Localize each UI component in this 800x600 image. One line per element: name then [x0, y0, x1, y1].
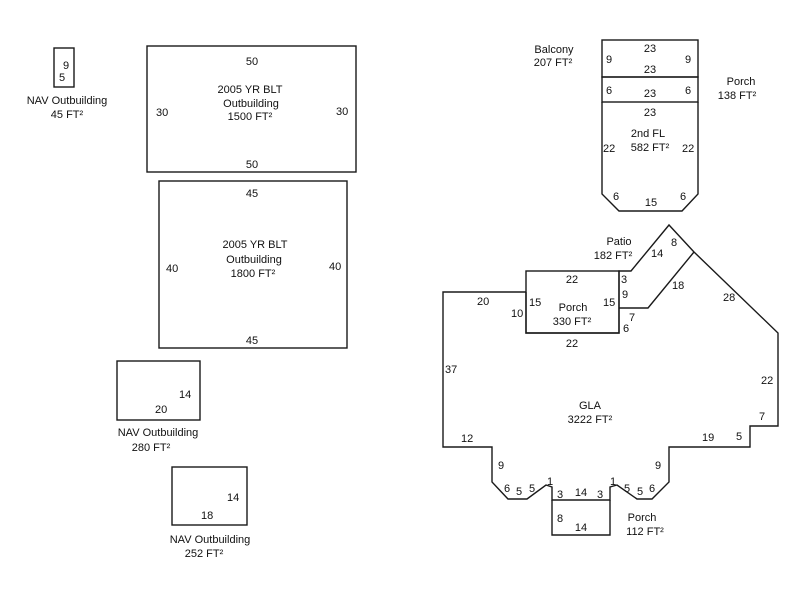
nav45-area: 45 FT² [51, 109, 84, 121]
ob1800-name-2: Outbuilding [226, 254, 282, 266]
ob1500-name-1: 2005 YR BLT [217, 84, 282, 96]
porch330-name: Porch [559, 302, 588, 314]
gla-dim-l9: 9 [498, 460, 504, 472]
balcony-dim-bottom: 23 [644, 64, 656, 76]
nav252-name: NAV Outbuilding [170, 534, 251, 546]
gla-dim-step-7: 7 [759, 411, 765, 423]
porch138-dim-top: 23 [644, 88, 656, 100]
porch138-dim-right: 6 [685, 85, 691, 97]
porch112-name: Porch [628, 512, 657, 524]
gla-outline [442, 223, 779, 501]
gla-dim-20: 20 [477, 296, 489, 308]
ob1800-dim-left: 40 [166, 263, 178, 275]
second-fl-name: 2nd FL [631, 128, 665, 140]
gla-dim-10: 10 [511, 308, 523, 320]
porch138-name: Porch [727, 76, 756, 88]
porch112-dim-bottom: 14 [575, 522, 587, 534]
gla-dim-22: 22 [761, 375, 773, 387]
patio-area: 182 FT² [594, 250, 633, 262]
porch330-dim-bottom: 22 [566, 338, 578, 350]
outbuilding-1800-outline [158, 180, 348, 349]
ob1800-dim-right: 40 [329, 261, 341, 273]
gla-area: 3222 FT² [568, 414, 613, 426]
second-fl-dim-right: 22 [682, 143, 694, 155]
porch112-area: 112 FT² [626, 526, 664, 538]
balcony-area: 207 FT² [534, 57, 573, 69]
porch112-dim-left: 8 [557, 513, 563, 525]
gla-dim-6: 6 [623, 323, 629, 335]
nav280-dim-14: 14 [179, 389, 191, 401]
gla-dim-r5b: 5 [637, 486, 643, 498]
gla-name: GLA [579, 400, 602, 412]
nav-outbuilding-45-outline [53, 47, 75, 88]
porch-112-outline [551, 500, 611, 536]
gla-dim-l5a: 5 [516, 486, 522, 498]
gla-dim-28: 28 [723, 292, 735, 304]
gla-dim-37: 37 [445, 364, 457, 376]
porch-138-outline [601, 76, 699, 103]
outbuilding-1500-outline [146, 45, 357, 173]
porch330-dim-right: 15 [603, 297, 615, 309]
porch330-dim-left: 15 [529, 297, 541, 309]
patio-dim-14: 14 [651, 248, 663, 260]
second-fl-dim-left: 22 [603, 143, 615, 155]
second-fl-dim-br: 6 [680, 191, 686, 203]
ob1800-area: 1800 FT² [231, 268, 276, 280]
nav-outbuilding-280-outline [116, 360, 201, 421]
porch330-area: 330 FT² [553, 316, 592, 328]
second-floor-outline [601, 102, 699, 212]
gla-dim-mid14: 14 [575, 487, 587, 499]
gla-dim-l5b: 5 [529, 483, 535, 495]
second-fl-dim-top: 23 [644, 107, 656, 119]
gla-dim-l1: 1 [547, 476, 553, 488]
gla-dim-l6: 6 [504, 483, 510, 495]
porch138-area: 138 FT² [718, 90, 757, 102]
patio-name: Patio [606, 236, 631, 248]
ob1500-dim-bottom: 50 [246, 159, 258, 171]
nav280-dim-20: 20 [155, 404, 167, 416]
nav280-area: 280 FT² [132, 442, 171, 454]
nav252-dim-18: 18 [201, 510, 213, 522]
ob1800-dim-bottom: 45 [246, 335, 258, 347]
balcony-name: Balcony [534, 44, 574, 56]
ob1500-dim-top: 50 [246, 56, 258, 68]
nav252-dim-14: 14 [227, 492, 239, 504]
ob1500-area: 1500 FT² [228, 111, 273, 123]
ob1800-name-1: 2005 YR BLT [222, 239, 287, 251]
nav-outbuilding-252-outline [171, 466, 248, 526]
nav45-dim-5: 5 [59, 72, 65, 84]
gla-dim-7: 7 [629, 312, 635, 324]
gla-dim-r9: 9 [655, 460, 661, 472]
patio-dim-8: 8 [671, 237, 677, 249]
ob1500-name-2: Outbuilding [223, 98, 279, 110]
nav45-name: NAV Outbuilding [27, 95, 108, 107]
gla-dim-r6: 6 [649, 483, 655, 495]
ob1800-dim-top: 45 [246, 188, 258, 200]
gla-dim-19: 19 [702, 432, 714, 444]
balcony-dim-left: 9 [606, 54, 612, 66]
porch138-dim-left: 6 [606, 85, 612, 97]
patio-dim-18: 18 [672, 280, 684, 292]
patio-inner-edge [619, 251, 695, 309]
porch-330-outline [525, 270, 620, 334]
balcony-dim-right: 9 [685, 54, 691, 66]
balcony-dim-top: 23 [644, 43, 656, 55]
patio-dim-3: 3 [621, 274, 627, 286]
second-fl-dim-bottom: 15 [645, 197, 657, 209]
second-fl-area: 582 FT² [631, 142, 670, 154]
gla-dim-l3: 3 [557, 489, 563, 501]
nav45-dim-9: 9 [63, 60, 69, 72]
ob1500-dim-left: 30 [156, 107, 168, 119]
second-fl-dim-bl: 6 [613, 191, 619, 203]
porch330-dim-top: 22 [566, 274, 578, 286]
gla-dim-r5a: 5 [624, 483, 630, 495]
ob1500-dim-right: 30 [336, 106, 348, 118]
gla-dim-r1: 1 [610, 476, 616, 488]
patio-dim-9: 9 [622, 289, 628, 301]
gla-dim-step-5: 5 [736, 431, 742, 443]
gla-dim-12: 12 [461, 433, 473, 445]
nav252-area: 252 FT² [185, 548, 224, 560]
gla-dim-r3: 3 [597, 489, 603, 501]
nav280-name: NAV Outbuilding [118, 427, 199, 439]
